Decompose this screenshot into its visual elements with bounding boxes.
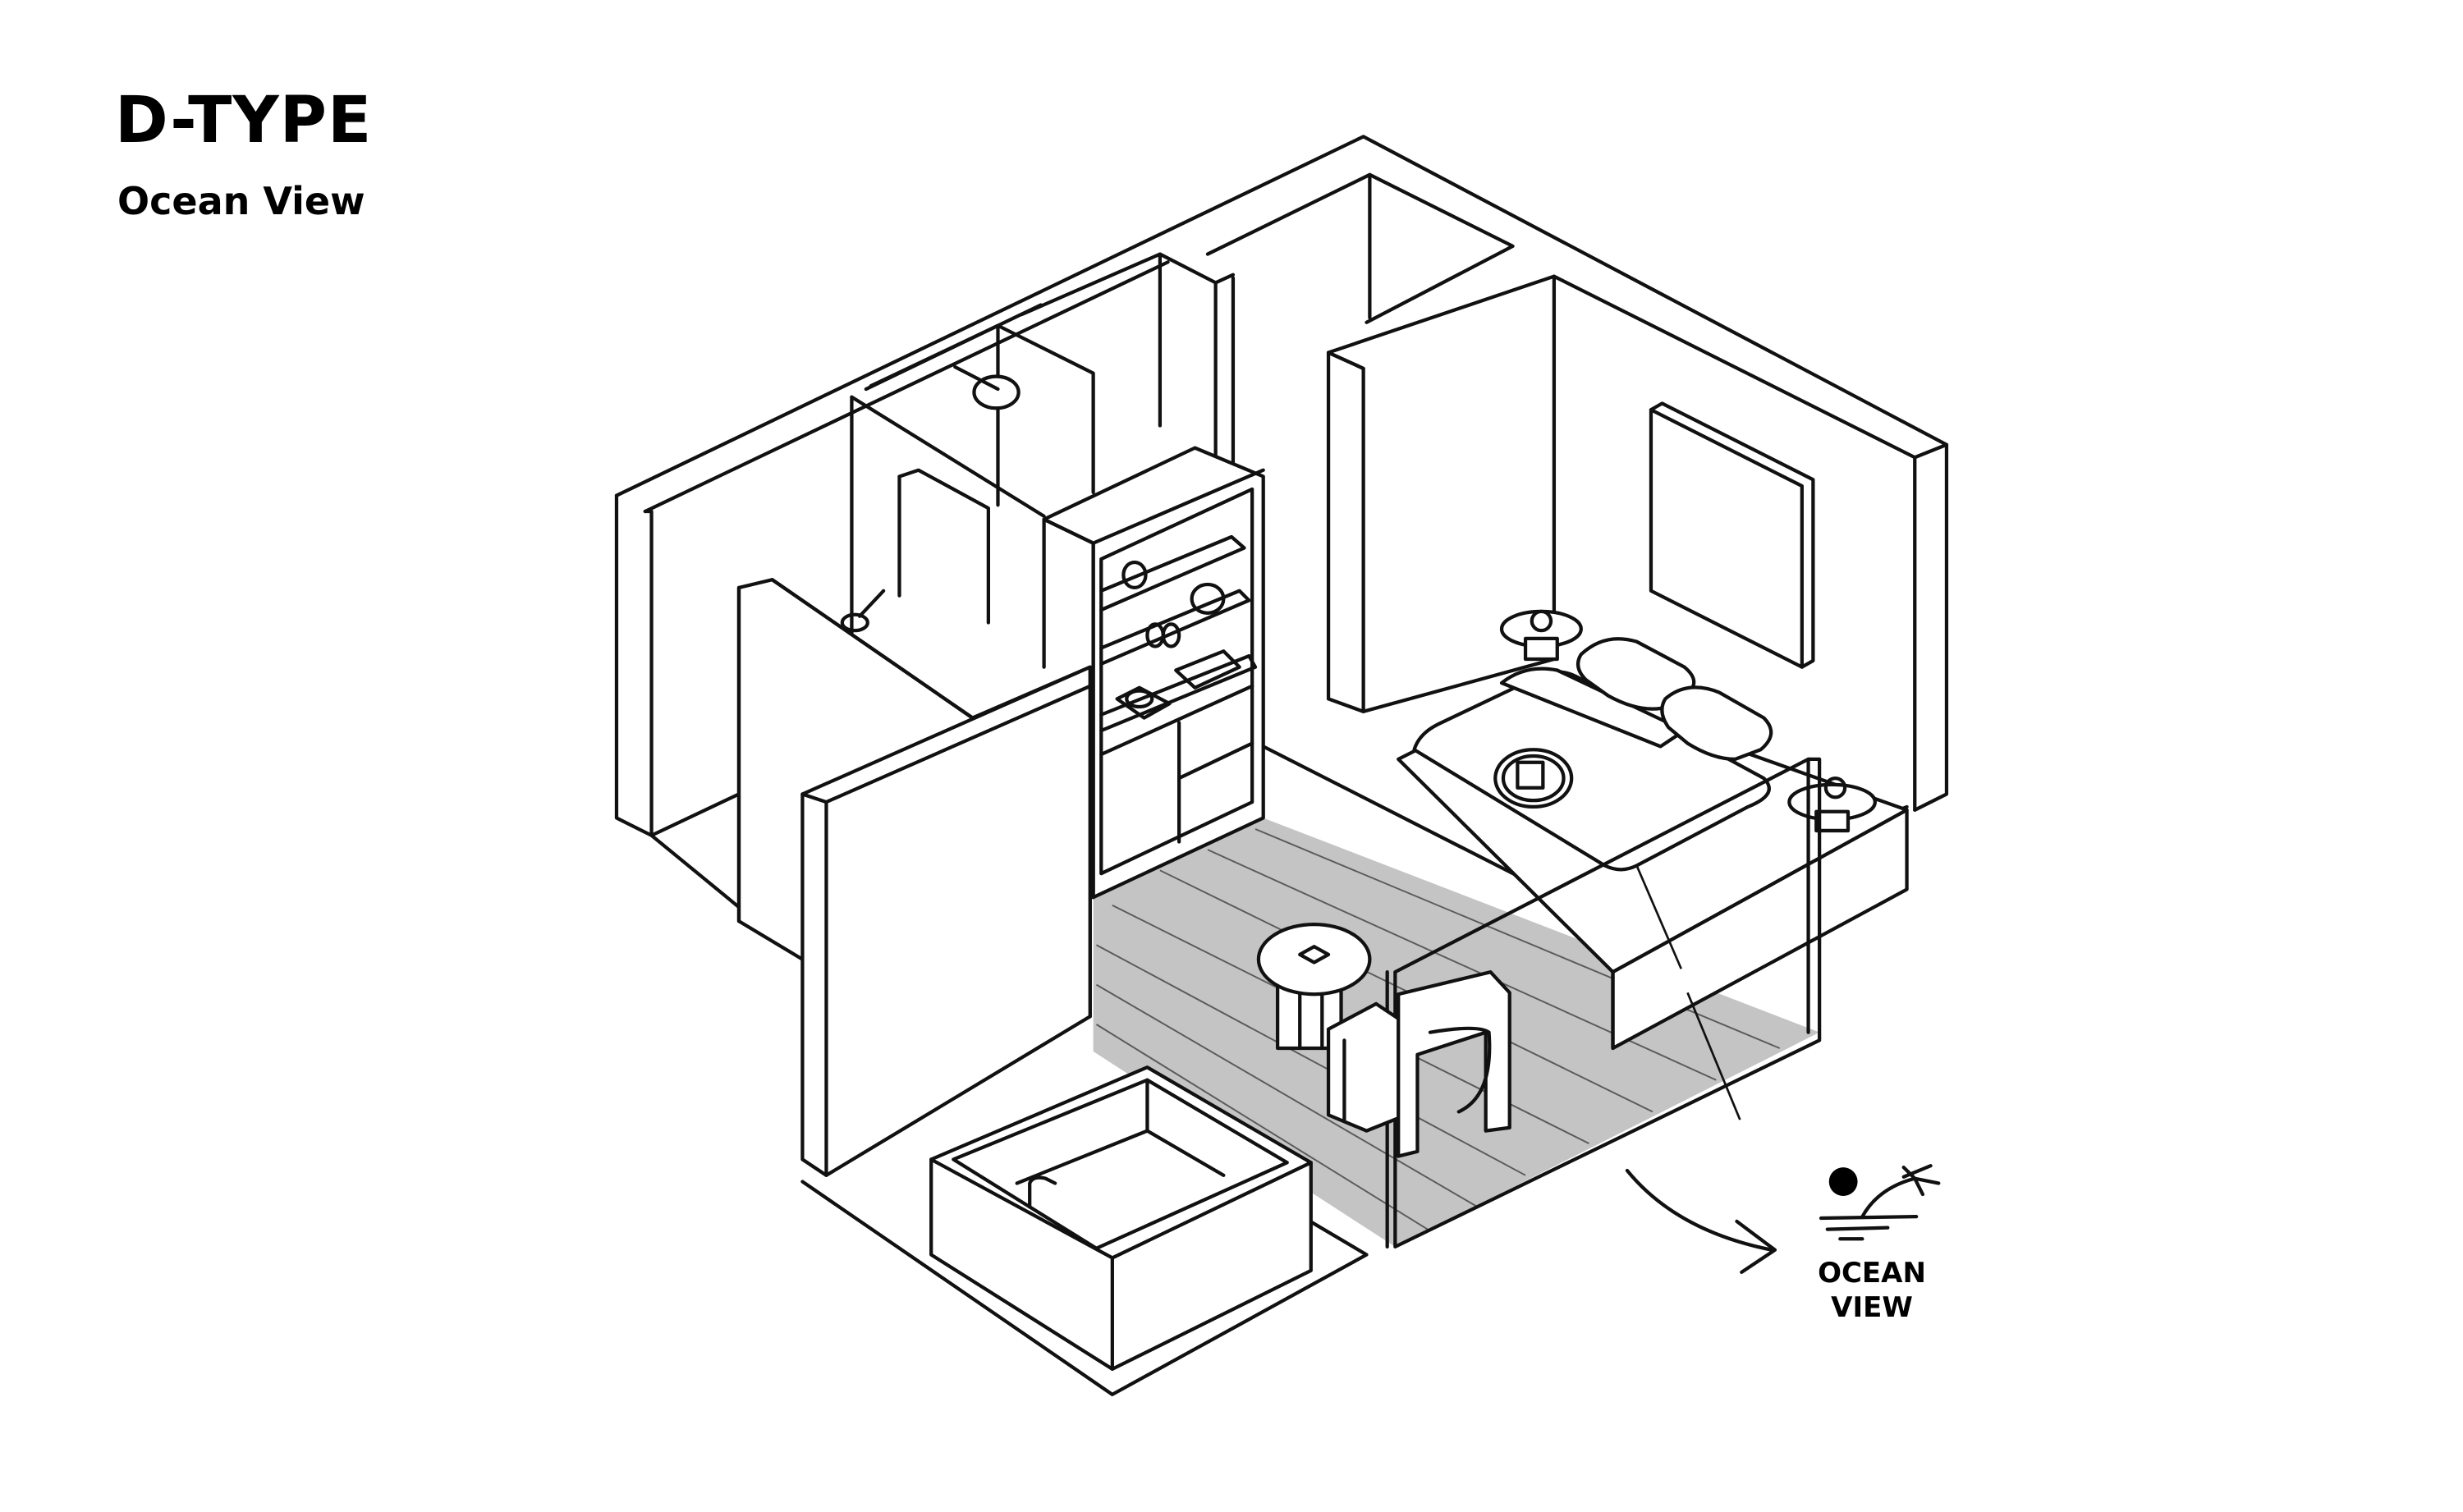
bathtub xyxy=(800,1065,1369,1396)
room-type-title: D-TYPE xyxy=(115,84,373,158)
nightstand-left xyxy=(1499,609,1583,662)
room-view-subtitle: Ocean View xyxy=(117,179,365,223)
ocean-view-label-line2: VIEW xyxy=(1831,1291,1913,1324)
bathroom-vanity xyxy=(736,468,1092,1177)
armchair xyxy=(1326,970,1511,1158)
bed xyxy=(1412,637,1773,872)
curved-arrow-icon xyxy=(1625,1168,1777,1274)
glass-partition xyxy=(1385,757,1822,1249)
shower-head-icon xyxy=(953,364,1021,410)
ocean-view-label-line1: OCEAN xyxy=(1818,1257,1926,1290)
sun-palm-ocean-icon xyxy=(1819,1164,1941,1241)
side-table xyxy=(1256,922,1372,1051)
wardrobe-shelving xyxy=(1042,446,1265,900)
room-walls xyxy=(614,135,1949,961)
nightstand-right xyxy=(1787,776,1877,833)
